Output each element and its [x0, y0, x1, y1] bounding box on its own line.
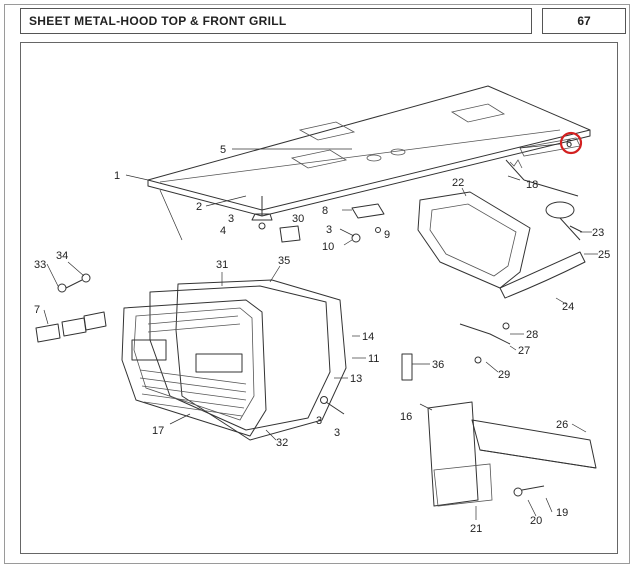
bracket-27 — [459, 322, 511, 364]
diagram-panel — [20, 42, 618, 554]
highlight-circle — [559, 131, 583, 155]
callout-34: 34 — [56, 250, 68, 262]
callout-33: 33 — [34, 259, 46, 271]
callout-27: 27 — [518, 345, 530, 357]
callout-29: 29 — [498, 369, 510, 381]
lower-support-bracket — [427, 401, 597, 507]
callout-31: 31 — [216, 259, 228, 271]
callout-32: 32 — [276, 437, 288, 449]
title-bar: SHEET METAL-HOOD TOP & FRONT GRILL — [20, 8, 532, 34]
callout-4: 4 — [220, 225, 226, 237]
hood-latch-assembly — [258, 203, 385, 243]
spring-rod — [505, 159, 579, 197]
callout-21: 21 — [470, 523, 482, 535]
reflector-parts — [35, 311, 107, 343]
callout-2: 2 — [196, 201, 202, 213]
callout-13: 13 — [350, 373, 362, 385]
callout-3b: 3 — [326, 224, 332, 236]
front-grill-assembly — [121, 279, 347, 441]
callout-20: 20 — [530, 515, 542, 527]
callout-30: 30 — [292, 213, 304, 225]
bolts-33-34 — [57, 273, 91, 293]
callout-24: 24 — [562, 301, 574, 313]
callout-23: 23 — [592, 227, 604, 239]
callout-25: 25 — [598, 249, 610, 261]
callout-28: 28 — [526, 329, 538, 341]
callout-26: 26 — [556, 419, 568, 431]
callout-3d: 3 — [334, 427, 340, 439]
side-vent-frame — [417, 191, 586, 299]
callout-14: 14 — [362, 331, 374, 343]
hood-top-panel — [147, 85, 591, 217]
callout-3: 3 — [228, 213, 234, 225]
page-title: SHEET METAL-HOOD TOP & FRONT GRILL — [29, 14, 287, 28]
callout-7: 7 — [34, 304, 40, 316]
page-number: 67 — [577, 14, 591, 28]
callout-1: 1 — [114, 170, 120, 182]
callout-35: 35 — [278, 255, 290, 267]
callout-19: 19 — [556, 507, 568, 519]
callout-labels: 1 2 3 4 5 6 8 3 9 30 10 18 22 23 25 24 3… — [34, 138, 610, 535]
callout-3c: 3 — [316, 415, 322, 427]
callout-8: 8 — [322, 205, 328, 217]
bolts-bottom — [320, 396, 345, 415]
callout-22: 22 — [452, 177, 464, 189]
page-frame — [4, 4, 630, 564]
hood-support-bracket — [159, 189, 273, 241]
callout-18: 18 — [526, 179, 538, 191]
leader-lines — [43, 143, 598, 520]
callout-10: 10 — [322, 241, 334, 253]
callout-17: 17 — [152, 425, 164, 437]
callout-16: 16 — [400, 411, 412, 423]
callout-6: 6 — [566, 138, 572, 150]
callout-11: 11 — [368, 353, 379, 365]
callout-5: 5 — [220, 144, 226, 156]
spacer-36 — [401, 353, 413, 381]
callout-36: 36 — [432, 359, 444, 371]
page-number-box: 67 — [542, 8, 626, 34]
callout-9: 9 — [384, 229, 390, 241]
